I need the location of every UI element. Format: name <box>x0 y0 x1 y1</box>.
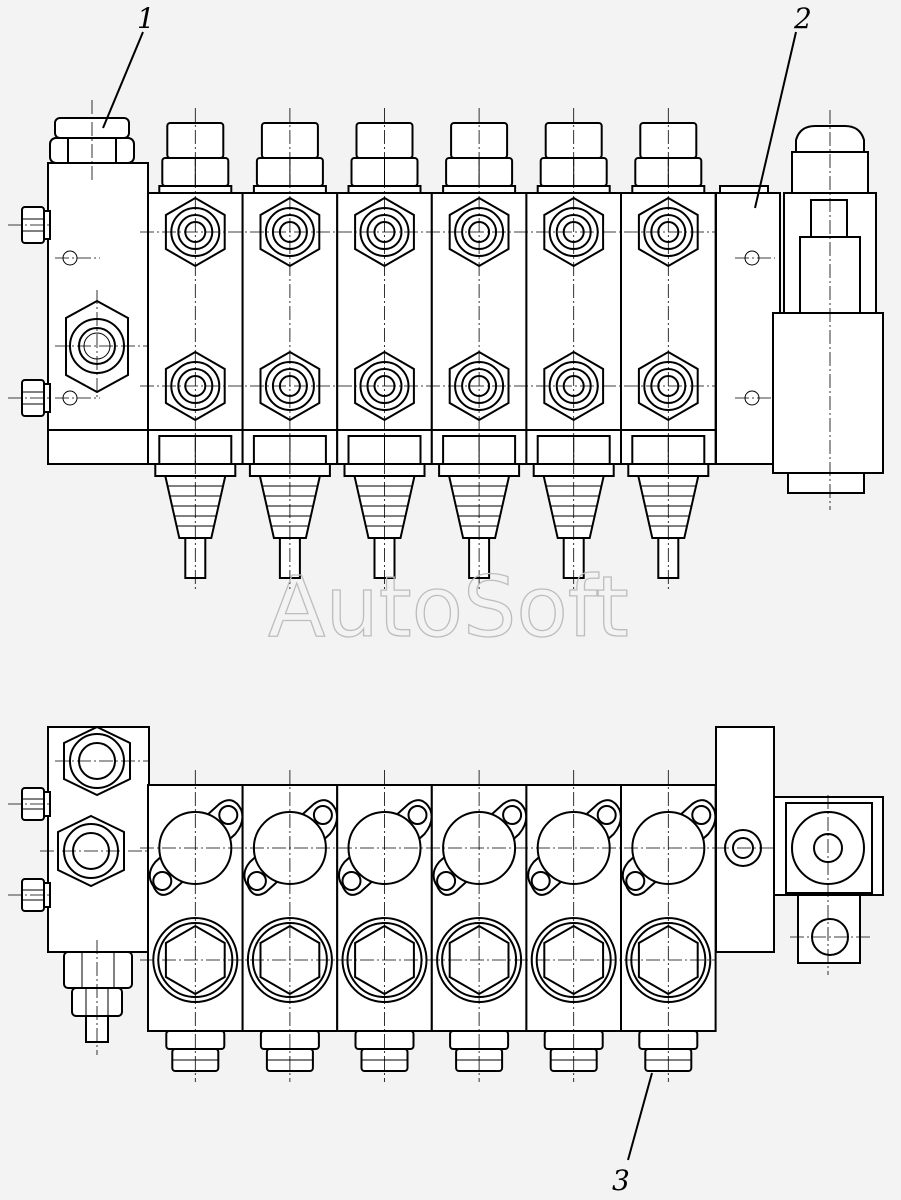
flange-bolt-hole <box>218 805 239 825</box>
bottom-section <box>620 770 717 1082</box>
inlet-side-bolts <box>8 206 52 417</box>
flange-bolt-hole <box>596 805 617 825</box>
flange-bolt-hole <box>341 871 362 891</box>
flange-bolt-hole <box>152 871 173 891</box>
inlet-block-front <box>40 725 160 1055</box>
inlet-block <box>47 100 150 465</box>
callouts: 1 2 3 <box>102 2 812 1197</box>
bottom-section <box>525 770 623 1082</box>
flange-bolt-hole <box>502 805 523 825</box>
flange-bolt-hole <box>407 805 428 825</box>
solenoid-unit-front <box>773 795 884 975</box>
label-1: 1 <box>137 2 155 35</box>
top-section <box>147 108 244 592</box>
flange-bolt-hole <box>625 871 646 891</box>
bottom-section <box>147 770 244 1082</box>
top-section <box>430 108 528 592</box>
label-2: 2 <box>793 2 812 35</box>
leader-3 <box>627 1072 653 1161</box>
outlet-plate <box>715 185 781 465</box>
bottom-view <box>8 725 884 1082</box>
flange-bolt-hole <box>246 871 267 891</box>
top-working-sections <box>147 108 717 592</box>
watermark: AutoSoft <box>268 558 629 656</box>
bottom-section <box>241 770 339 1082</box>
top-section <box>241 108 339 592</box>
bottom-working-sections <box>147 770 717 1082</box>
flange-bolt-hole <box>691 805 712 825</box>
flange-bolt-hole <box>436 871 457 891</box>
outlet-plate-front <box>715 726 880 953</box>
top-section <box>336 108 433 592</box>
bottom-section <box>430 770 528 1082</box>
bottom-section <box>336 770 433 1082</box>
solenoid-unit <box>772 110 884 510</box>
top-section <box>525 108 623 592</box>
flange-bolt-hole <box>530 871 551 891</box>
top-view <box>8 100 884 592</box>
leader-2 <box>754 31 797 209</box>
label-3: 3 <box>612 1164 630 1197</box>
flange-bolt-hole <box>312 805 333 825</box>
leader-1 <box>102 31 144 129</box>
top-section <box>620 108 717 592</box>
inlet-side-bolts-front <box>8 787 52 912</box>
